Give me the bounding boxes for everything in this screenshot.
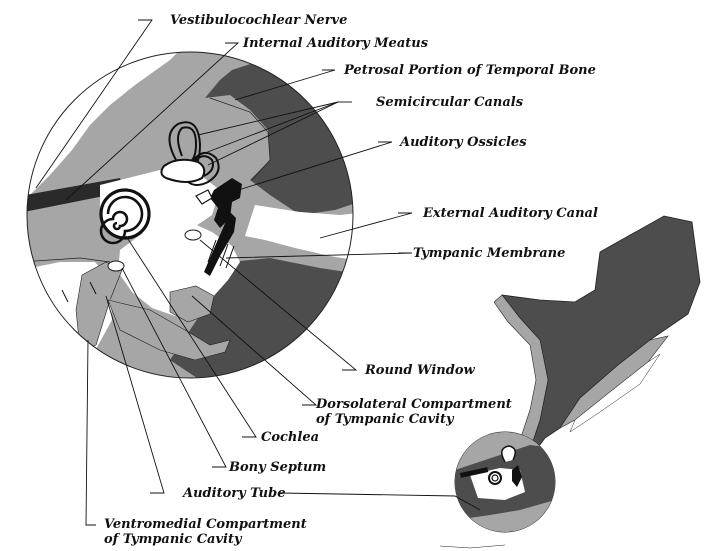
tympanic-cavity-white [118, 222, 240, 316]
leader-semicircular-a [197, 101, 339, 136]
semicircular-canals [160, 121, 220, 186]
external-canal-white [245, 205, 353, 262]
label-bony-septum: Bony Septum [229, 460, 327, 475]
leader-petrosal [234, 69, 336, 101]
overview-white-canal [569, 353, 661, 433]
dorsolateral-lobe [169, 285, 215, 323]
overview-skull-section [439, 215, 701, 549]
label-dorsolateral-line1: Dorsolateral Compartment [316, 397, 512, 412]
leader-vestibulocochlear [35, 19, 153, 189]
label-tympanic-membrane: Tympanic Membrane [413, 246, 566, 261]
leader-external-canal [319, 212, 413, 239]
round-window-shape [184, 229, 202, 241]
label-round-window: Round Window [365, 363, 475, 378]
leader-internal-meatus [65, 42, 240, 201]
overview-lower-stroke [439, 544, 506, 549]
leader-semicircular-b [204, 101, 339, 154]
leader-ventromedial [85, 339, 96, 526]
label-auditory-ossicles: Auditory Ossicles [400, 135, 527, 150]
left-tick-marks [61, 281, 97, 303]
overview-inner-detail [455, 432, 555, 532]
label-petrosal-portion: Petrosal Portion of Temporal Bone [344, 63, 596, 78]
magnified-view [26, 51, 354, 379]
septum-knob [107, 260, 125, 272]
cochlea-spiral [99, 188, 151, 245]
tympanic-membrane-lines [207, 239, 235, 269]
bony-septum-band [107, 299, 231, 361]
auditory-ossicles [195, 178, 242, 276]
label-cochlea: Cochlea [261, 430, 320, 445]
label-semicircular-canals: Semicircular Canals [376, 95, 524, 110]
leader-dorsolateral [191, 295, 318, 406]
leader-round-window [199, 239, 358, 371]
label-ventromedial-line1: Ventromedial Compartment [104, 517, 307, 532]
leader-lines [35, 19, 481, 526]
leader-bony-septum [121, 267, 227, 468]
label-internal-auditory-meatus: Internal Auditory Meatus [243, 36, 429, 51]
magnified-circle-outline [26, 51, 354, 379]
label-auditory-tube: Auditory Tube [183, 486, 286, 501]
leader-tympanic-membrane [225, 252, 413, 259]
leader-cochlea [125, 235, 257, 438]
leader-semicircular-c [207, 101, 339, 166]
leader-ossicles [231, 141, 393, 193]
label-dorsolateral-line2: of Tympanic Cavity [316, 412, 454, 427]
label-external-auditory-canal: External Auditory Canal [423, 206, 598, 221]
leader-auditory-tube [105, 295, 165, 494]
leader-tube-small [279, 492, 481, 511]
label-vestibulocochlear-nerve: Vestibulocochlear Nerve [170, 13, 348, 28]
label-ventromedial-line2: of Tympanic Cavity [104, 532, 242, 547]
